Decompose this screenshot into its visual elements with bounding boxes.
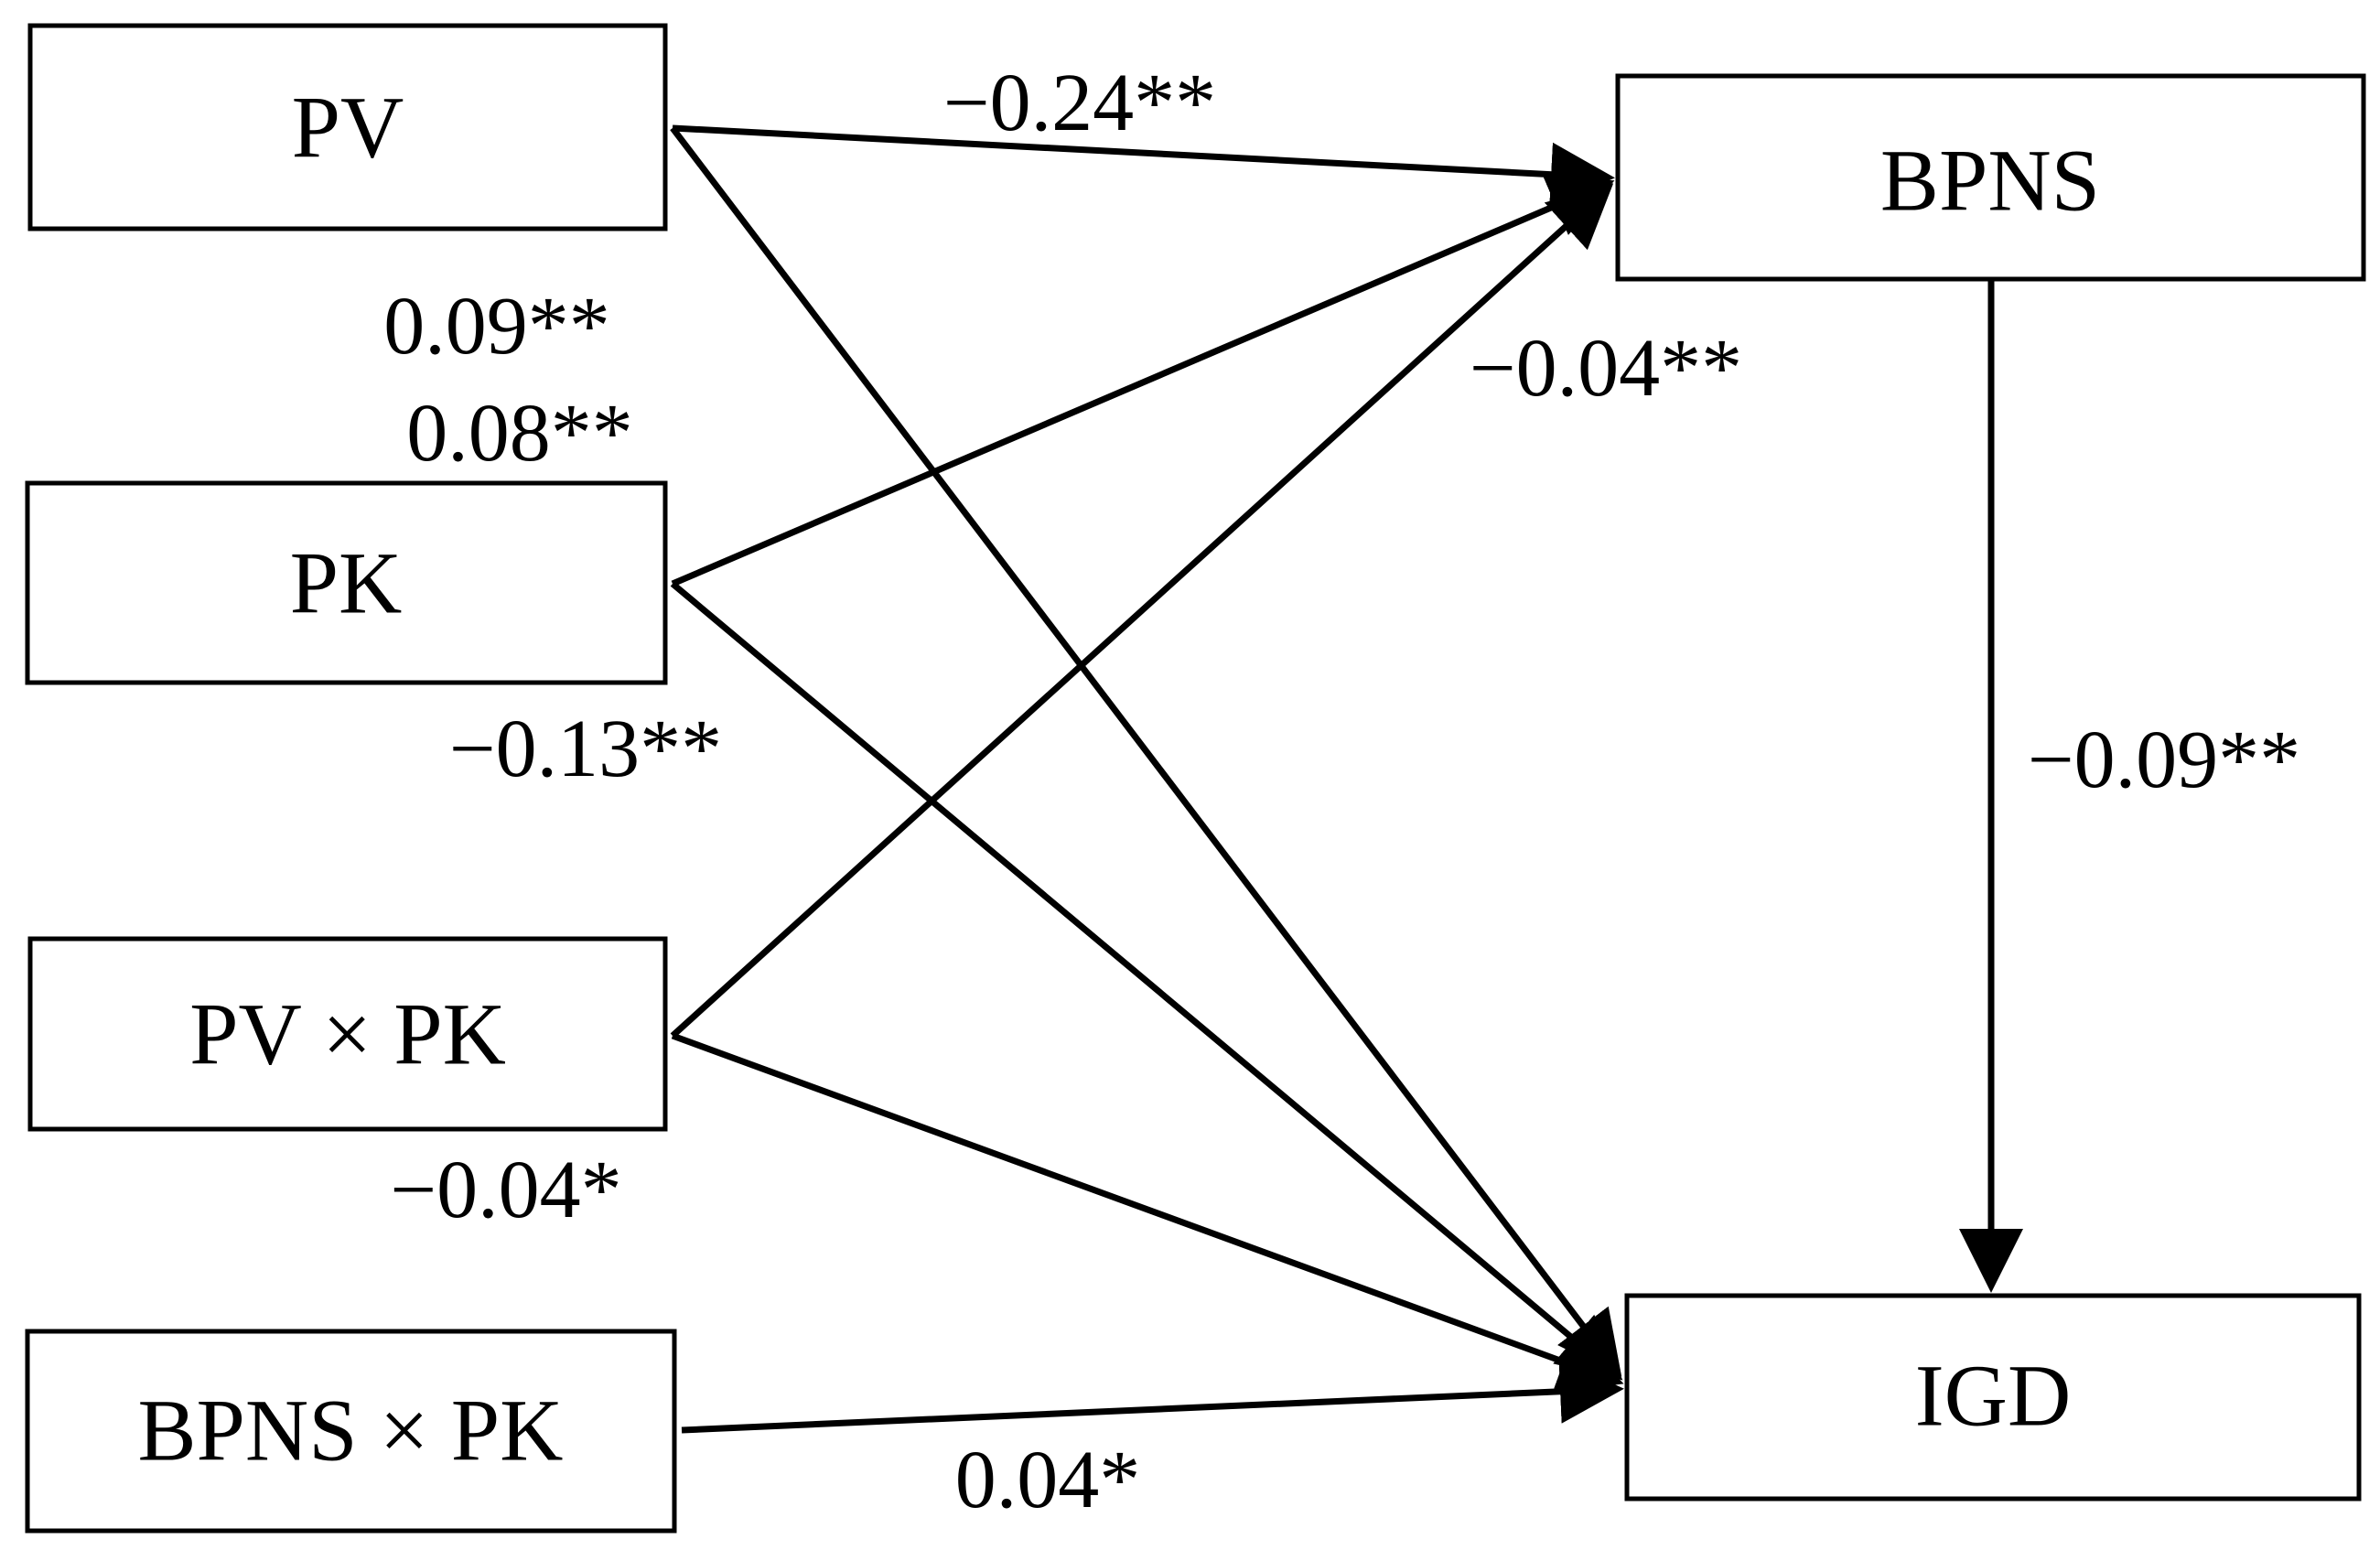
label-bpns-to-igd: −0.09**: [2028, 715, 2300, 805]
node-igd-box: [1624, 1293, 2362, 1502]
node-pv-x-pk-label: PV × PK: [189, 985, 506, 1083]
node-pv-label: PV: [292, 79, 404, 177]
node-pv-x-pk: PV × PK: [27, 936, 668, 1132]
node-pv: PV: [27, 23, 668, 231]
node-bpns-label: BPNS: [1880, 132, 2100, 230]
node-bpns-x-pk: BPNS × PK: [25, 1329, 677, 1534]
edge-pv-to-igd: [670, 125, 1622, 1377]
node-igd: IGD: [1624, 1293, 2362, 1502]
edge-pk-to-igd: [670, 581, 1623, 1381]
node-bpns-box: [1615, 73, 2366, 282]
node-bpns-x-pk-label: BPNS × PK: [138, 1382, 564, 1480]
node-pk-label: PK: [290, 534, 403, 632]
node-pk-box: [25, 480, 668, 685]
edge-pk-to-bpns: [671, 176, 1615, 587]
node-pv-x-pk-box: [27, 936, 668, 1132]
label-pvxpk-to-igd: −0.04*: [390, 1145, 621, 1235]
edge-pvxpk-to-igd: [671, 1032, 1624, 1393]
node-igd-label: IGD: [1915, 1347, 2072, 1445]
label-bpnsxpk-to-igd: 0.04*: [955, 1435, 1141, 1525]
edge-labels: −0.24** 0.09** 0.08** −0.13** −0.04** −0…: [383, 58, 2300, 1525]
node-bpns: BPNS: [1615, 73, 2366, 282]
edge-bpnsxpk-to-igd: [681, 1359, 1624, 1434]
edge-pv-to-bpns: [672, 124, 1615, 207]
label-pvxpk-to-bpns: −0.04**: [1470, 323, 1742, 414]
node-pv-box: [27, 23, 668, 231]
label-pk-to-bpns: 0.08**: [406, 388, 633, 479]
node-pk: PK: [25, 480, 668, 685]
label-pv-to-bpns: −0.24**: [943, 58, 1216, 148]
edge-pvxpk-to-bpns: [670, 183, 1614, 1039]
node-bpns-x-pk-box: [25, 1329, 677, 1534]
label-pk-to-igd: −0.13**: [449, 704, 722, 794]
label-pv-to-igd: 0.09**: [383, 281, 610, 371]
edges: [670, 124, 2023, 1434]
